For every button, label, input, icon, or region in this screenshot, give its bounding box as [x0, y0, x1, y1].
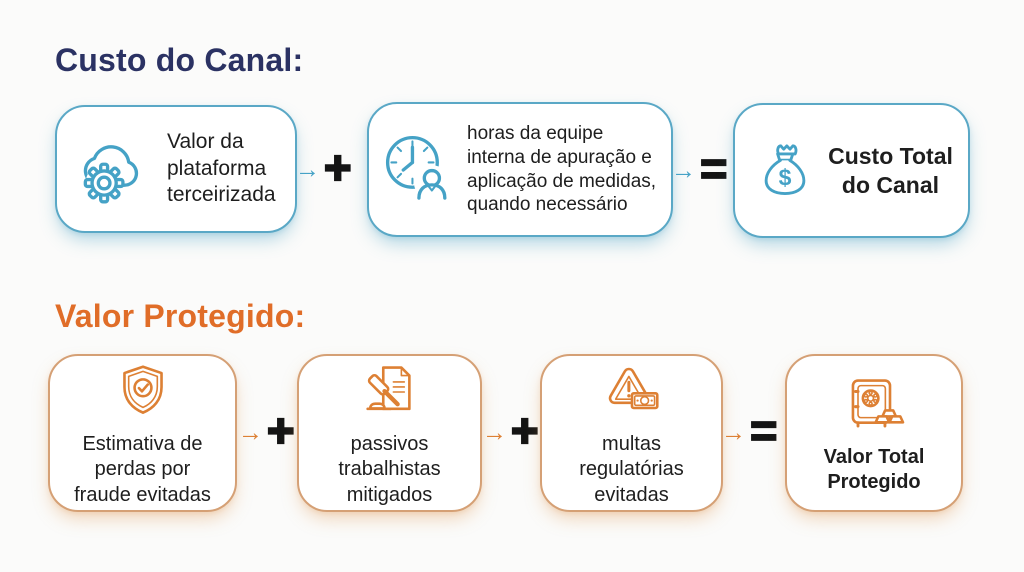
card-label-horas-equipe: horas da equipe interna de apuração e ap…	[467, 122, 657, 216]
flow-arrow-icon: →	[721, 418, 746, 447]
card-valor-plataforma: Valor da plataforma terceirizada	[55, 105, 297, 233]
card-custo-total: $ Custo Total do Canal	[733, 103, 970, 238]
cloud-gear-icon	[75, 128, 157, 210]
safe-gold-icon	[842, 373, 906, 437]
card-label-valor-total-protegido: Valor Total Protegido	[823, 445, 925, 493]
card-label-passivos-trabalhistas: passivos trabalhistas mitigados	[338, 433, 441, 506]
operator-group: → +	[482, 403, 540, 460]
clock-person-icon	[379, 129, 461, 211]
card-horas-equipe: horas da equipe interna de apuração e ap…	[367, 102, 673, 237]
gavel-document-icon	[358, 360, 422, 424]
plus-operator: +	[323, 140, 353, 194]
plus-operator: +	[266, 403, 296, 457]
equals-operator: =	[749, 403, 778, 457]
card-multas-regulatorias: multas regulatórias evitadas	[540, 354, 723, 512]
card-valor-total-protegido: Valor Total Protegido	[785, 354, 963, 512]
svg-text:$: $	[779, 164, 792, 190]
section-title-custo-do-canal: Custo do Canal:	[55, 42, 304, 78]
card-label-perdas-fraude: Estimativa de perdas por fraude evitadas	[74, 433, 211, 506]
money-bag-icon: $	[750, 136, 820, 206]
card-passivos-trabalhistas: passivos trabalhistas mitigados	[297, 354, 482, 512]
operator-group: → +	[295, 140, 353, 197]
flow-arrow-icon: →	[238, 418, 263, 447]
shield-check-icon	[111, 360, 175, 424]
operator-group: → =	[721, 403, 778, 460]
flow-arrow-icon: →	[671, 156, 696, 185]
equals-operator: =	[699, 141, 728, 195]
warning-money-icon	[600, 360, 664, 424]
card-label-multas-regulatorias: multas regulatórias evitadas	[579, 433, 684, 506]
operator-group: → =	[671, 141, 728, 198]
section-title-valor-protegido: Valor Protegido:	[55, 298, 306, 334]
plus-operator: +	[510, 403, 540, 457]
card-label-custo-total: Custo Total do Canal	[828, 142, 953, 198]
card-perdas-fraude: Estimativa de perdas por fraude evitadas	[48, 354, 237, 512]
flow-arrow-icon: →	[482, 418, 507, 447]
flow-arrow-icon: →	[295, 155, 320, 184]
operator-group: → +	[238, 403, 296, 460]
card-label-valor-plataforma: Valor da plataforma terceirizada	[167, 130, 276, 207]
